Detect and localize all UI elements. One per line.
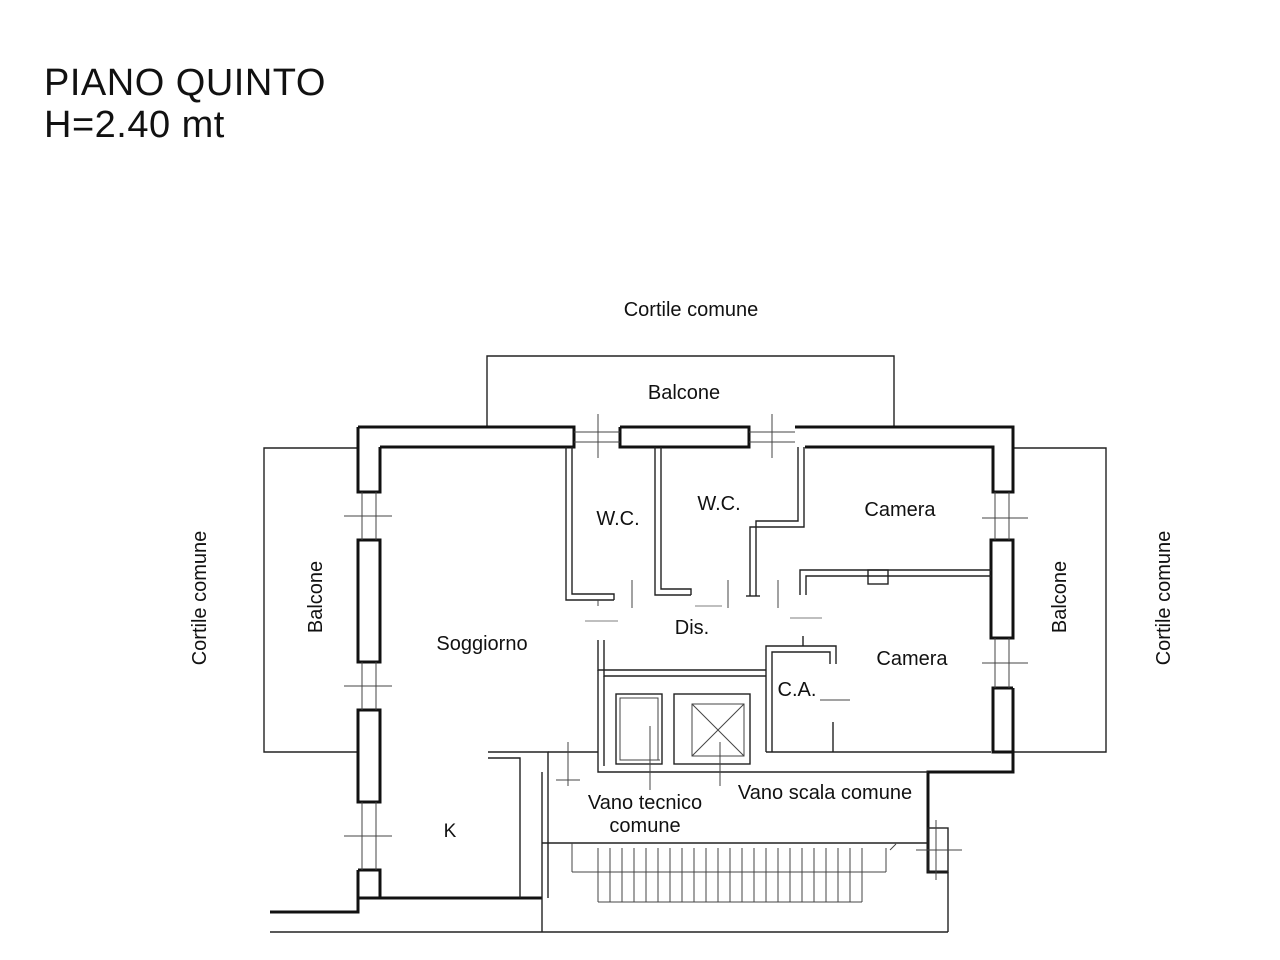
plan-title: PIANO QUINTO H=2.40 mt (44, 62, 326, 146)
balcony-top-label: Balcone (648, 382, 720, 404)
courtyard-left-label: Cortile comune (189, 531, 211, 666)
wc-1-label: W.C. (596, 508, 639, 530)
stairwell-label: Vano scala comune (738, 782, 912, 804)
common-staircase (270, 772, 962, 933)
wc-2-label: W.C. (697, 493, 740, 515)
balcony-right (1013, 447, 1107, 753)
ceiling-height-label: H=2.40 mt (44, 104, 225, 146)
closet-label: C.A. (778, 679, 817, 701)
balcony-right-label: Balcone (1049, 561, 1071, 633)
camera-1-label: Camera (864, 499, 936, 521)
balcony-left (263, 447, 358, 753)
technical-room-label-line2: comune (609, 815, 680, 837)
balcony-left-label: Balcone (305, 561, 327, 633)
disimpegno-label: Dis. (675, 617, 709, 639)
soggiorno-label: Soggiorno (436, 633, 527, 655)
kitchen-label: K (444, 821, 457, 842)
interior-walls (488, 447, 991, 898)
balcony-top (486, 355, 895, 427)
courtyard-right-label: Cortile comune (1153, 531, 1175, 666)
courtyard-top-label: Cortile comune (624, 299, 759, 321)
camera-2-label: Camera (876, 648, 948, 670)
technical-room-label-line1: Vano tecnico (588, 792, 702, 814)
floor-label: PIANO QUINTO (44, 62, 326, 104)
